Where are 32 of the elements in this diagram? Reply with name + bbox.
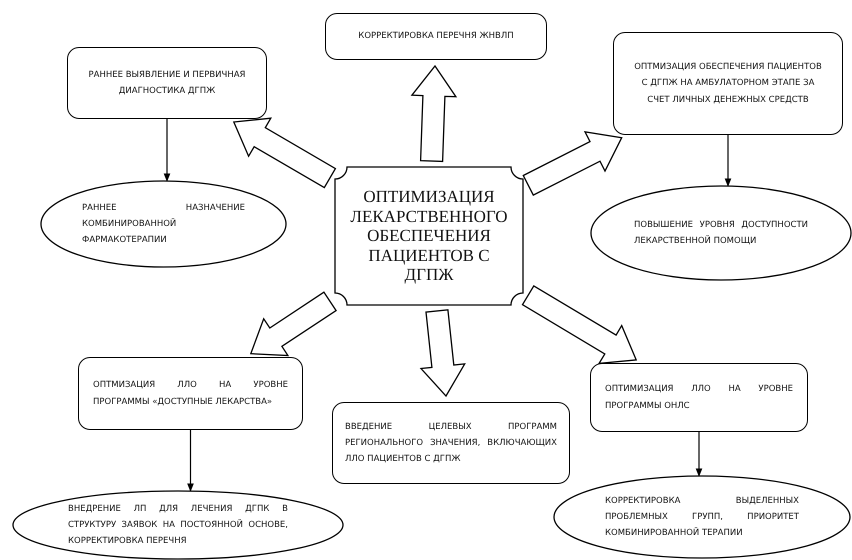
process-box bbox=[613, 32, 843, 135]
block-arrow bbox=[410, 64, 458, 162]
block-arrow bbox=[420, 309, 466, 398]
box-text: ПОВЫШЕНИЕ УРОВНЯ ДОСТУПНОСТИ ЛЕКАРСТВЕННОЙ ПОМОЩИ bbox=[634, 218, 808, 248]
arrow bbox=[696, 432, 702, 477]
process-box bbox=[332, 402, 570, 484]
outcome-ellipse bbox=[12, 490, 344, 560]
block-arrow bbox=[250, 291, 337, 356]
process-box bbox=[325, 13, 547, 60]
box-text: ВНЕДРЕНИЕ ЛП ДЛЯ ЛЕЧЕНИЯ ДГПК В СТРУКТУРУ ЗАЯВОК НА ПОСТОЯННОЙ ОСНОВЕ, КОРРЕКТИРОВКА ПЕРЕЧНЯ bbox=[68, 502, 288, 548]
box-text: ОПТМИЗАЦИЯ ОБЕСПЕЧЕНИЯ ПАЦИЕНТОВ С ДГПЖ НА АМБУЛАТОРНОМ ЭТАПЕ ЗА СЧЕТ ЛИЧНЫХ ДЕНЕЖНЫХ СРЕДСТВ bbox=[633, 61, 823, 107]
arrow bbox=[164, 119, 170, 182]
box-text: ОПТИМИЗАЦИЯ ЛЛО НА УРОВНЕ ПРОГРАММЫ ОНЛС bbox=[605, 383, 793, 412]
central-scroll-box bbox=[335, 167, 523, 305]
outcome-ellipse bbox=[590, 185, 852, 281]
block-arrow bbox=[232, 117, 336, 188]
arrow bbox=[724, 135, 732, 187]
box-text: КОРРЕКТИРОВКА ПЕРЕЧНЯ ЖНВЛП bbox=[358, 30, 514, 44]
title-text: ОПТИМИЗАЦИЯ ЛЕКАРСТВЕННОГО ОБЕСПЕЧЕНИЯ ПАЦИЕНТОВ С ДГПЖ bbox=[349, 187, 509, 285]
block-arrow bbox=[522, 130, 623, 196]
box-text: ОПТМИЗАЦИЯ ЛЛО НА УРОВНЕ ПРОГРАММЫ «ДОСТУПНЫЕ ЛЕКАРСТВА» bbox=[93, 379, 288, 408]
outcome-ellipse bbox=[40, 180, 287, 268]
block-arrow bbox=[522, 285, 638, 364]
outcome-ellipse bbox=[553, 475, 851, 559]
process-box bbox=[590, 363, 808, 432]
process-box bbox=[78, 357, 303, 430]
box-text: РАННЕЕ НАЗНАЧЕНИЕ КОМБИНИРОВАННОЙ ФАРМАКОТЕРАПИИ bbox=[82, 202, 245, 248]
box-text: КОРРЕКТИРОВКА ВЫДЕЛЕННЫХ ПРОБЛЕМНЫХ ГРУПП, ПРИОРИТЕТ КОМБИНИРОВАННОЙ ТЕРАПИИ bbox=[605, 494, 799, 540]
box-text: РАННЕЕ ВЫЯВЛЕНИЕ И ПЕРВИЧНАЯ ДИАГНОСТИКА ДГПЖ bbox=[88, 68, 246, 98]
process-box bbox=[67, 47, 267, 119]
arrow bbox=[187, 430, 194, 492]
box-text: ВВЕДЕНИЕ ЦЕЛЕВЫХ ПРОГРАММ РЕГИОНАЛЬНОГО ЗНАЧЕНИЯ, ВКЛЮЧАЮЩИХ ЛЛО ПАЦИЕНТОВ С ДГПЖ bbox=[345, 420, 557, 466]
